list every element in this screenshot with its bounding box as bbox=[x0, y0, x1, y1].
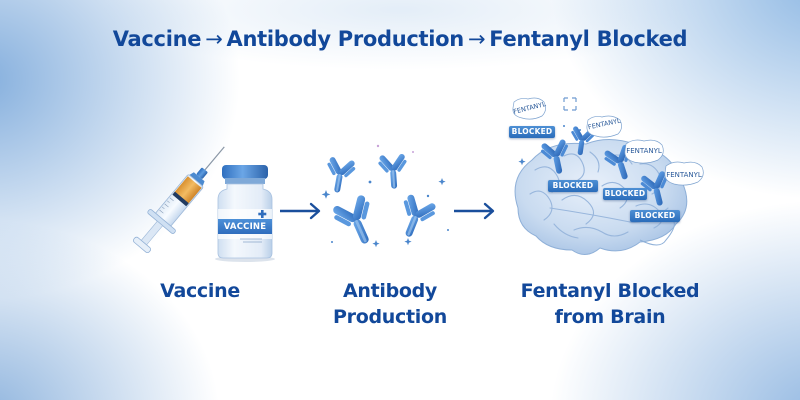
title-antibody-production: Antibody Production bbox=[226, 27, 465, 51]
label-antibody-line2: Production bbox=[333, 306, 447, 328]
fentanyl-molecule-3: FENTANYL bbox=[622, 138, 666, 166]
fentanyl-molecule-1: FENTANYL bbox=[510, 96, 548, 122]
stage-fentanyl-blocked: FENTANYL FENTANYL FENTANYL FENTANYL BLOC… bbox=[490, 90, 710, 270]
blocked-tag-3: BLOCKED bbox=[603, 188, 647, 200]
blocked-tag-1: BLOCKED bbox=[509, 126, 555, 138]
title-vaccine: Vaccine bbox=[112, 27, 202, 51]
label-fentanyl-blocked: Fentanyl Blocked from Brain bbox=[500, 278, 720, 330]
antibodies-icon bbox=[321, 144, 449, 252]
fentanyl-molecule-2: FENTANYL bbox=[584, 114, 624, 140]
flow-arrow-2 bbox=[454, 202, 495, 220]
syringe-icon bbox=[133, 146, 225, 254]
fentanyl-molecule-4: FENTANYL bbox=[662, 160, 706, 188]
page-title: Vaccine→Antibody Production→Fentanyl Blo… bbox=[0, 27, 800, 51]
title-fentanyl-blocked: Fentanyl Blocked bbox=[489, 27, 688, 51]
label-vaccine: Vaccine bbox=[120, 278, 280, 304]
vaccine-vial-icon bbox=[215, 165, 275, 262]
flow-arrow-1 bbox=[280, 202, 321, 220]
brain-icon bbox=[514, 97, 688, 255]
label-vaccine-line1: Vaccine bbox=[160, 280, 240, 302]
blocked-tag-4: BLOCKED bbox=[630, 210, 680, 222]
blocked-tag-2: BLOCKED bbox=[548, 180, 598, 192]
title-arrow-2: → bbox=[467, 27, 486, 51]
label-antibody-production: Antibody Production bbox=[305, 278, 475, 330]
label-fentanyl-line1: Fentanyl Blocked bbox=[520, 280, 700, 302]
vial-label: VACCINE bbox=[223, 222, 267, 232]
stage-vaccine: VACCINE bbox=[120, 130, 285, 270]
label-fentanyl-line2: from Brain bbox=[554, 306, 666, 328]
label-antibody-line1: Antibody bbox=[342, 280, 438, 302]
title-arrow-1: → bbox=[205, 27, 223, 51]
